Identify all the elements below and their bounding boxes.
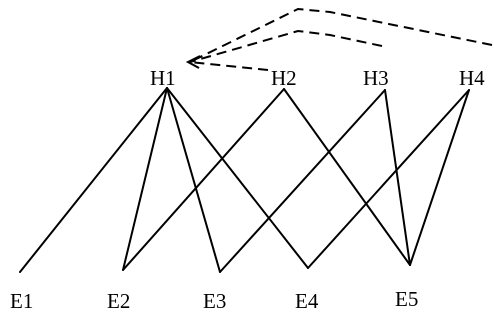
edge-h1-e2: [122, 87, 168, 271]
edge-h3-e5: [384, 89, 411, 266]
dashed-arrow-h4-to-h1: [189, 7, 493, 63]
edge-h2-e5: [283, 88, 411, 266]
arrowhead-icon: [185, 55, 201, 69]
edge-h2-e2: [122, 88, 285, 271]
node-h1-label: H1: [150, 66, 176, 90]
edge-h4-e4: [307, 89, 470, 269]
node-h2-label: H2: [271, 66, 297, 90]
edge-h4-e5: [409, 89, 470, 266]
node-e2-label: E2: [107, 289, 131, 313]
dashed-arrow-h2-to-h1: [189, 61, 269, 71]
edge-h3-e3: [219, 89, 386, 273]
node-e5-label: E5: [395, 287, 419, 311]
edge-h1-e4: [166, 87, 309, 269]
node-h3-label: H3: [363, 66, 389, 90]
node-e1-label: E1: [10, 289, 34, 313]
node-e3-label: E3: [203, 289, 227, 313]
node-h4-label: H4: [459, 66, 485, 90]
edge-h1-e3: [166, 87, 221, 273]
dashed-arrow-h3-to-h1: [189, 29, 383, 63]
node-e4-label: E4: [295, 289, 319, 313]
edge-h1-e1: [19, 87, 168, 273]
